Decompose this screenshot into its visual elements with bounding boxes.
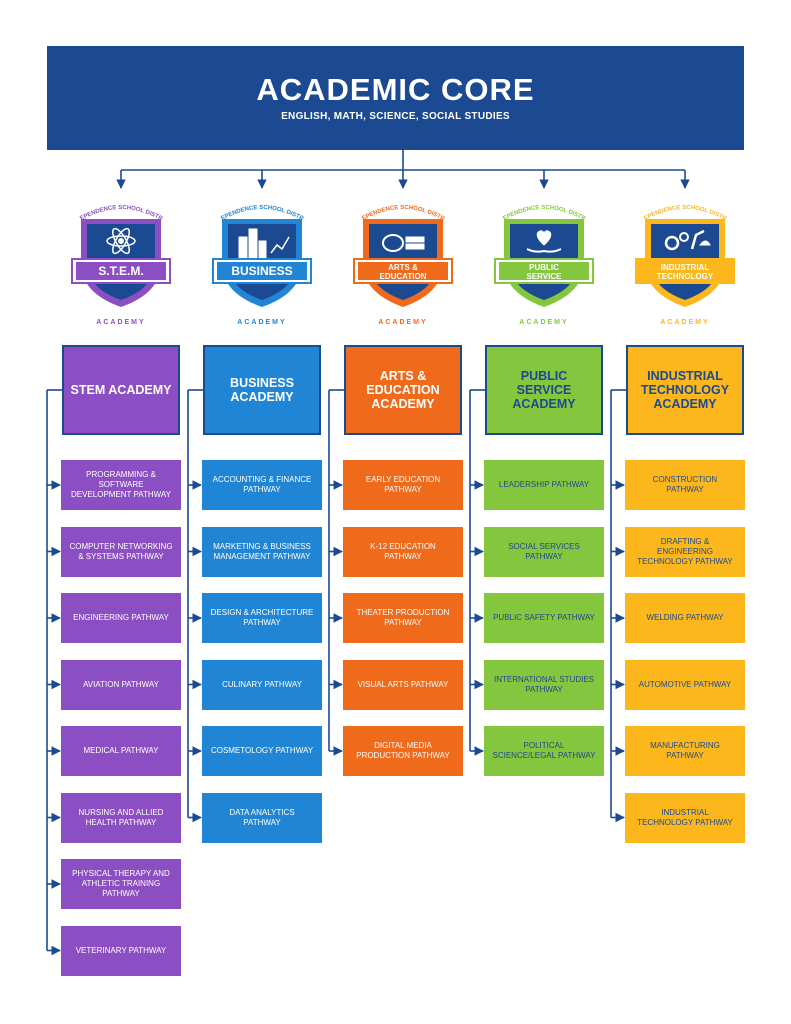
palette-books-icon [382,234,425,252]
academy-badge: INDEPENDENCE SCHOOL DISTRICT BUSINESS ACAD… [205,189,317,333]
district-arc-text: INDEPENDENCE SCHOOL DISTRICT [207,193,305,223]
badge-academy-text: ACADEMY [519,319,568,326]
pathway-box: ACCOUNTING & FINANCE PATHWAY [202,460,322,510]
badge-banner-inner [76,262,166,280]
pathway-box: NURSING AND ALLIED HEALTH PATHWAY [61,792,181,843]
pathway-box: VISUAL ARTS PATHWAY [343,659,463,710]
badge-academy-text: ACADEMY [660,319,709,326]
pathway-box: PHYSICAL THERAPY AND ATHLETIC TRAINING P… [61,859,181,909]
district-arc-text: INDEPENDENCE SCHOOL DISTRICT [630,193,728,223]
pathway-box: K-12 EDUCATION PATHWAY [343,526,463,577]
badge-emblem: INDEPENDENCE SCHOOL DISTRICT INDUSTRIALTE… [628,189,735,326]
atom-icon [106,227,136,255]
badge-emblem: INDEPENDENCE SCHOOL DISTRICT PUBLICSERVIC… [487,189,594,326]
academy-title-box: ARTS & EDUCATION ACADEMY [344,345,462,435]
badge-banner-text: ARTS &EDUCATION [380,263,427,281]
pathway-box: COSMETOLOGY PATHWAY [202,726,322,776]
pathway-box: PROGRAMMING & SOFTWARE DEVELOPMENT PATHW… [61,460,181,510]
pathway-box: VETERINARY PATHWAY [61,925,181,976]
pathway-box: MANUFACTURING PATHWAY [625,726,745,776]
district-arc-text: INDEPENDENCE SCHOOL DISTRICT [348,193,446,223]
badge-academy-text: ACADEMY [378,319,427,326]
academy-badge: INDEPENDENCE SCHOOL DISTRICT S.T.E.M. ACAD… [64,189,176,333]
pathway-box: DIGITAL MEDIA PRODUCTION PATHWAY [343,726,463,776]
gears-robot-icon [664,229,711,251]
academy-badge: INDEPENDENCE SCHOOL DISTRICT PUBLICSERVIC… [487,189,599,333]
pathway-box: MARKETING & BUSINESS MANAGEMENT PATHWAY [202,526,322,577]
badge-banner-text: S.T.E.M. [98,264,143,278]
badge-emblem: INDEPENDENCE SCHOOL DISTRICT S.T.E.M. ACAD… [64,189,171,326]
badge-banner-inner [358,262,448,280]
pathway-box: INTERNATIONAL STUDIES PATHWAY [484,659,604,710]
pathway-box: LEADERSHIP PATHWAY [484,460,604,510]
district-arc-text: INDEPENDENCE SCHOOL DISTRICT [489,193,587,223]
pathway-box: DESIGN & ARCHITECTURE PATHWAY [202,593,322,643]
badge-academy-text: ACADEMY [237,319,286,326]
pathway-box: CONSTRUCTION PATHWAY [625,460,745,510]
badge-banner-text: BUSINESS [231,264,292,278]
academy-title-box: INDUSTRIAL TECHNOLOGY ACADEMY [626,345,744,435]
badge-emblem: INDEPENDENCE SCHOOL DISTRICT BUSINESS ACAD… [205,189,312,326]
badge-banner-inner [640,262,730,280]
badge-banner-inner [499,262,589,280]
academy-title-box: STEM ACADEMY [62,345,180,435]
academy-badge: INDEPENDENCE SCHOOL DISTRICT INDUSTRIALTE… [628,189,740,333]
pathway-box: PUBLIC SAFETY PATHWAY [484,593,604,643]
hands-heart-icon [526,230,562,253]
pathway-box: SOCIAL SERVICES PATHWAY [484,526,604,577]
pathway-box: MEDICAL PATHWAY [61,726,181,776]
badge-banner-inner [217,262,307,280]
pathway-box: CULINARY PATHWAY [202,659,322,710]
academic-core-box: ACADEMIC CORE ENGLISH, MATH, SCIENCE, SO… [47,46,744,150]
pathway-box: EARLY EDUCATION PATHWAY [343,460,463,510]
academy-title-box: PUBLIC SERVICE ACADEMY [485,345,603,435]
pathway-box: WELDING PATHWAY [625,593,745,643]
pathway-box: COMPUTER NETWORKING & SYSTEMS PATHWAY [61,526,181,577]
core-title: ACADEMIC CORE [256,72,535,107]
pathway-box: ENGINEERING PATHWAY [61,593,181,643]
pathway-box: DRAFTING & ENGINEERING TECHNOLOGY PATHWA… [625,526,745,577]
pathway-box: THEATER PRODUCTION PATHWAY [343,593,463,643]
pathway-box: AUTOMOTIVE PATHWAY [625,659,745,710]
pathway-box: DATA ANALYTICS PATHWAY [202,792,322,843]
academy-title-box: BUSINESS ACADEMY [203,345,321,435]
badge-emblem: INDEPENDENCE SCHOOL DISTRICT ARTS &EDUCAT… [346,189,453,326]
academy-badge: INDEPENDENCE SCHOOL DISTRICT ARTS &EDUCAT… [346,189,458,333]
badge-academy-text: ACADEMY [96,319,145,326]
pathway-box: POLITICAL SCIENCE/LEGAL PATHWAY [484,726,604,776]
pathway-box: INDUSTRIAL TECHNOLOGY PATHWAY [625,792,745,843]
district-arc-text: INDEPENDENCE SCHOOL DISTRICT [66,193,164,223]
pathway-box: AVIATION PATHWAY [61,659,181,710]
core-subtitle: ENGLISH, MATH, SCIENCE, SOCIAL STUDIES [281,111,510,122]
